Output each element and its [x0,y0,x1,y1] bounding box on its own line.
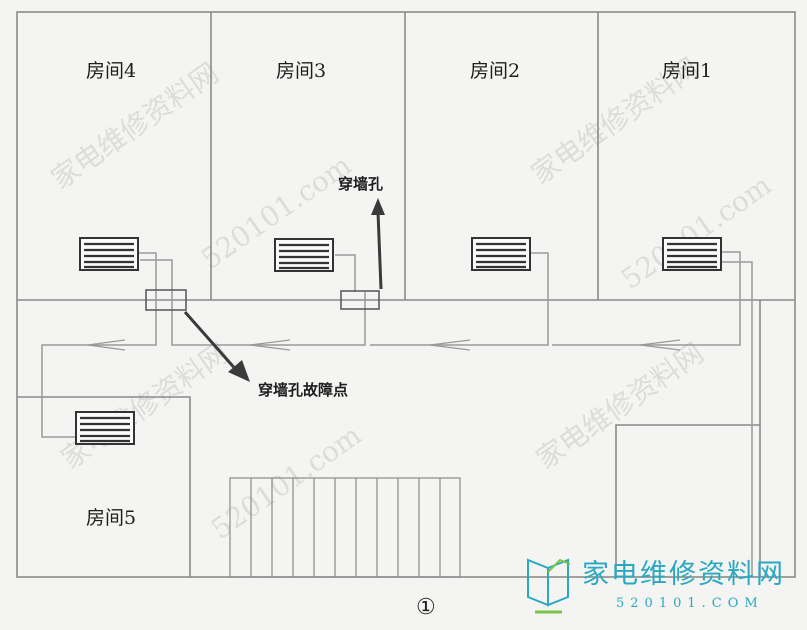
right-room-wall [615,424,760,577]
indoor-unit-room3 [274,238,334,272]
flow-arrow-icon [639,339,681,351]
flow-arrow-icon [429,339,471,351]
wall-hole-box [340,290,380,310]
wall-hole-label: 穿墙孔 [338,175,383,193]
indoor-unit-room2 [471,237,531,271]
annotation-arrows [183,198,385,382]
logo-url: 520101.COM [616,596,764,611]
room-label-3: 房间3 [276,60,326,82]
room5-wall [17,396,191,577]
wall-hole-fault-label: 穿墙孔故障点 [258,381,348,399]
staircase [229,477,461,578]
watermark-url: 520101.com [615,168,777,295]
indoor-unit-room4 [79,237,139,271]
flow-arrow-icon [249,339,291,351]
arrow-head-icon [228,360,250,382]
room-label-2: 房间2 [470,60,520,82]
room-label-5: 房间5 [86,507,136,529]
site-logo: 家电维修资料网 520101.COM [527,558,785,614]
logo-text: 家电维修资料网 [582,559,785,590]
watermark-text: 家电维修资料网 [55,336,234,475]
flow-arrow-icon [87,339,126,351]
watermark-layer: 家电维修资料网 520101.com 家电维修资料网 520101.com 家电… [45,51,777,545]
arrow-head-icon [371,198,385,215]
indoor-unit-room5 [75,411,135,445]
flow-arrows [87,339,681,351]
room-label-1: 房间1 [662,60,712,82]
watermark-text: 家电维修资料网 [530,336,709,475]
room-label-4: 房间4 [86,60,136,82]
logo-book-icon [527,558,571,614]
outer-wall [16,11,796,578]
wall-hole-fault-box [145,289,187,311]
walls [16,11,796,578]
drain-pipe [41,251,753,577]
indoor-unit-room1 [662,237,722,271]
figure-number: ① [416,595,436,620]
